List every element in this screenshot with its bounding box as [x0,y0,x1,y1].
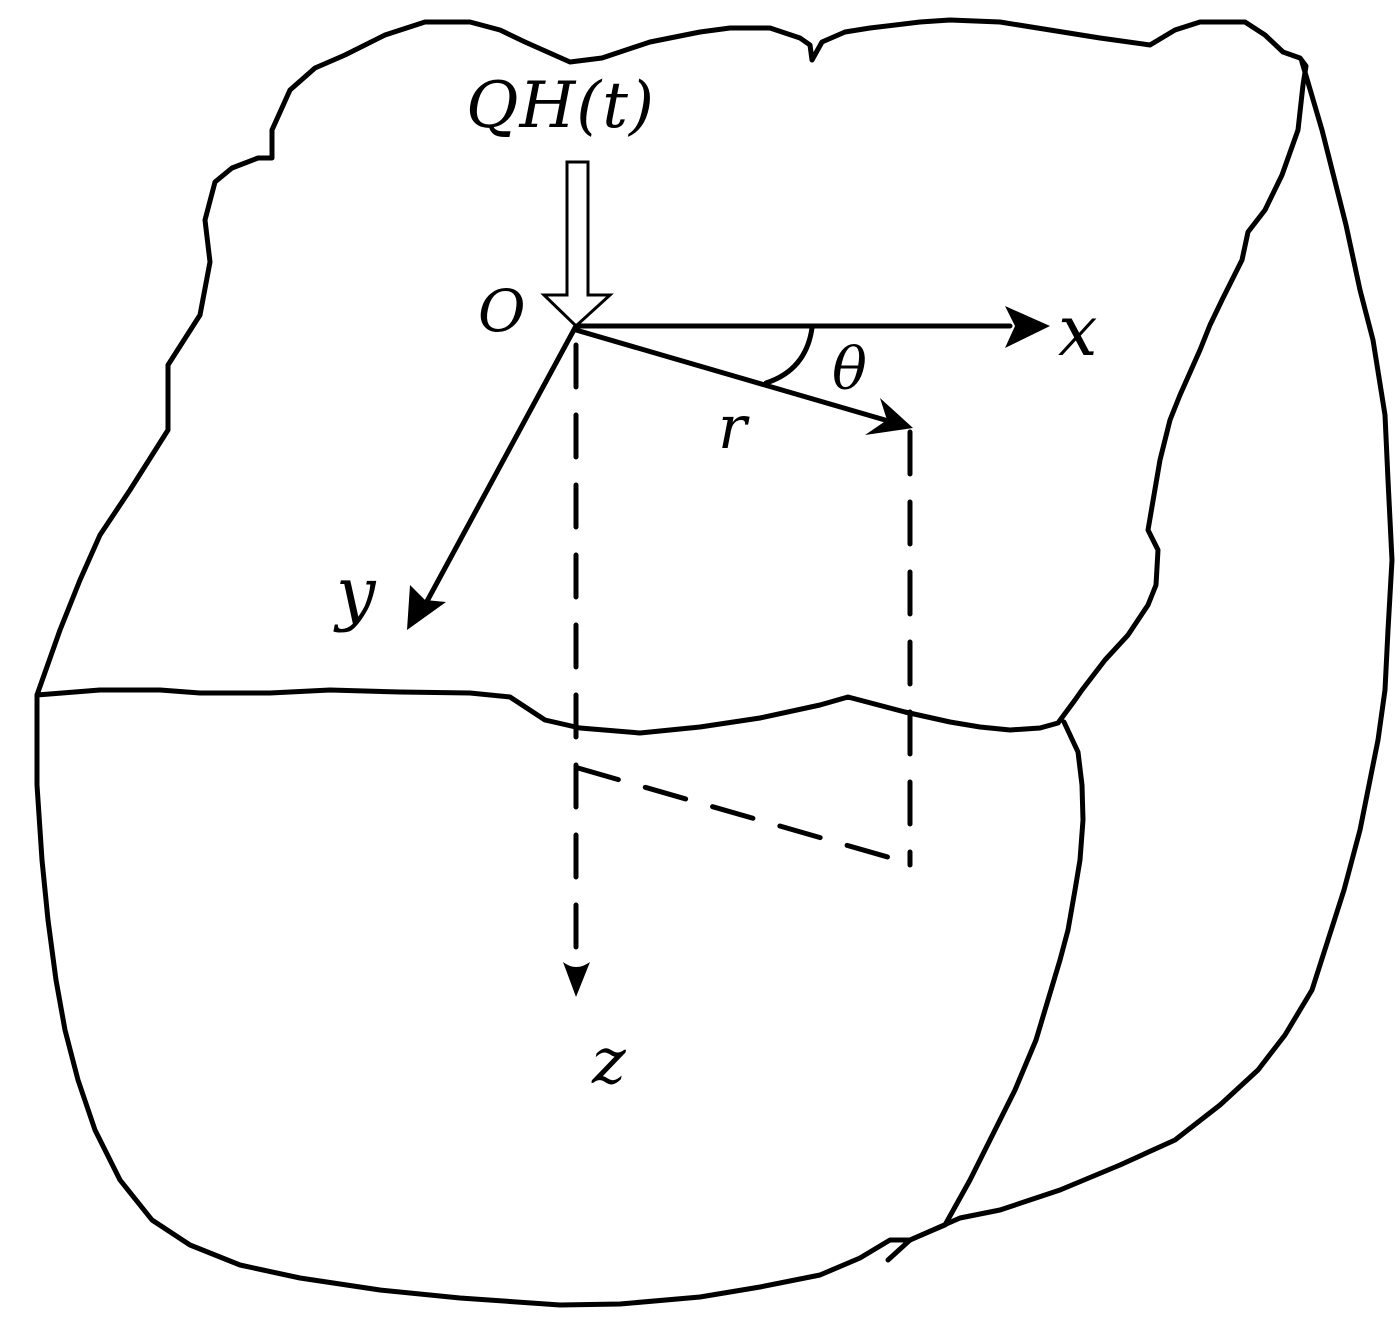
front-right-edge [907,719,1086,1243]
angle-arc [763,325,815,386]
front-face-bottom-corner [885,1237,913,1263]
load-label: QH(t) [466,69,655,143]
y-axis-label: y [336,552,376,634]
z-axis-arrowhead-icon [563,962,590,997]
side-face-outline [907,59,1395,1243]
y-axis-line [422,323,579,608]
radius-vector-line [573,327,888,423]
y-axis-arrowhead-icon [407,585,446,630]
x-axis-label: x [1058,290,1098,372]
x-axis-arrowhead-icon [1005,306,1050,348]
projection-depth-dashed [575,765,908,865]
top-surface-outline [34,17,1309,736]
load-arrow-icon [540,160,614,329]
angle-label: θ [832,335,867,403]
radius-arrowhead-icon [865,398,913,435]
z-axis-label: z [592,1025,626,1099]
origin-label: O [478,277,526,345]
radius-label: r [718,393,747,463]
block-front-face [34,692,913,1308]
